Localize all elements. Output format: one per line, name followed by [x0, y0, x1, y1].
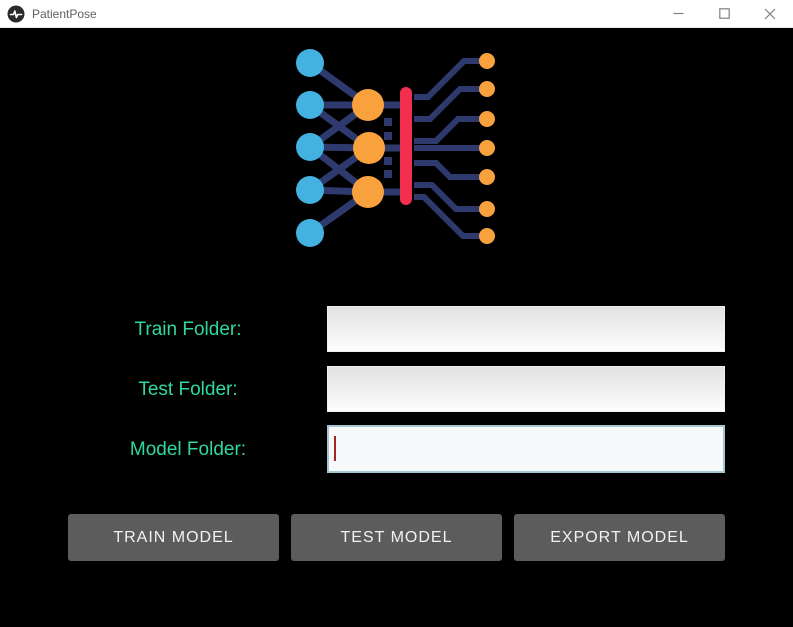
train-model-button[interactable]: TRAIN MODEL [68, 514, 279, 561]
test-model-button[interactable]: TEST MODEL [291, 514, 502, 561]
test-folder-input[interactable] [327, 366, 725, 412]
export-model-button[interactable]: EXPORT MODEL [514, 514, 725, 561]
minimize-icon [673, 12, 683, 15]
close-button[interactable] [747, 0, 793, 28]
main-content: Train Folder: Test Folder: Model Folder:… [0, 28, 793, 627]
model-folder-input[interactable] [327, 425, 725, 473]
maximize-button[interactable] [701, 0, 747, 28]
train-folder-input[interactable] [327, 306, 725, 352]
train-folder-label: Train Folder: [134, 319, 242, 340]
heartbeat-app-icon [7, 5, 25, 22]
close-icon [764, 8, 776, 19]
titlebar: PatientPose [0, 0, 793, 28]
window-controls [655, 0, 793, 28]
model-folder-field-wrapper [327, 425, 725, 473]
neural-network-graphic [296, 49, 495, 247]
minimize-button[interactable] [655, 0, 701, 28]
window-title: PatientPose [32, 6, 97, 21]
maximize-icon [718, 8, 730, 19]
test-folder-label: Test Folder: [138, 379, 238, 400]
model-folder-label: Model Folder: [129, 439, 247, 460]
